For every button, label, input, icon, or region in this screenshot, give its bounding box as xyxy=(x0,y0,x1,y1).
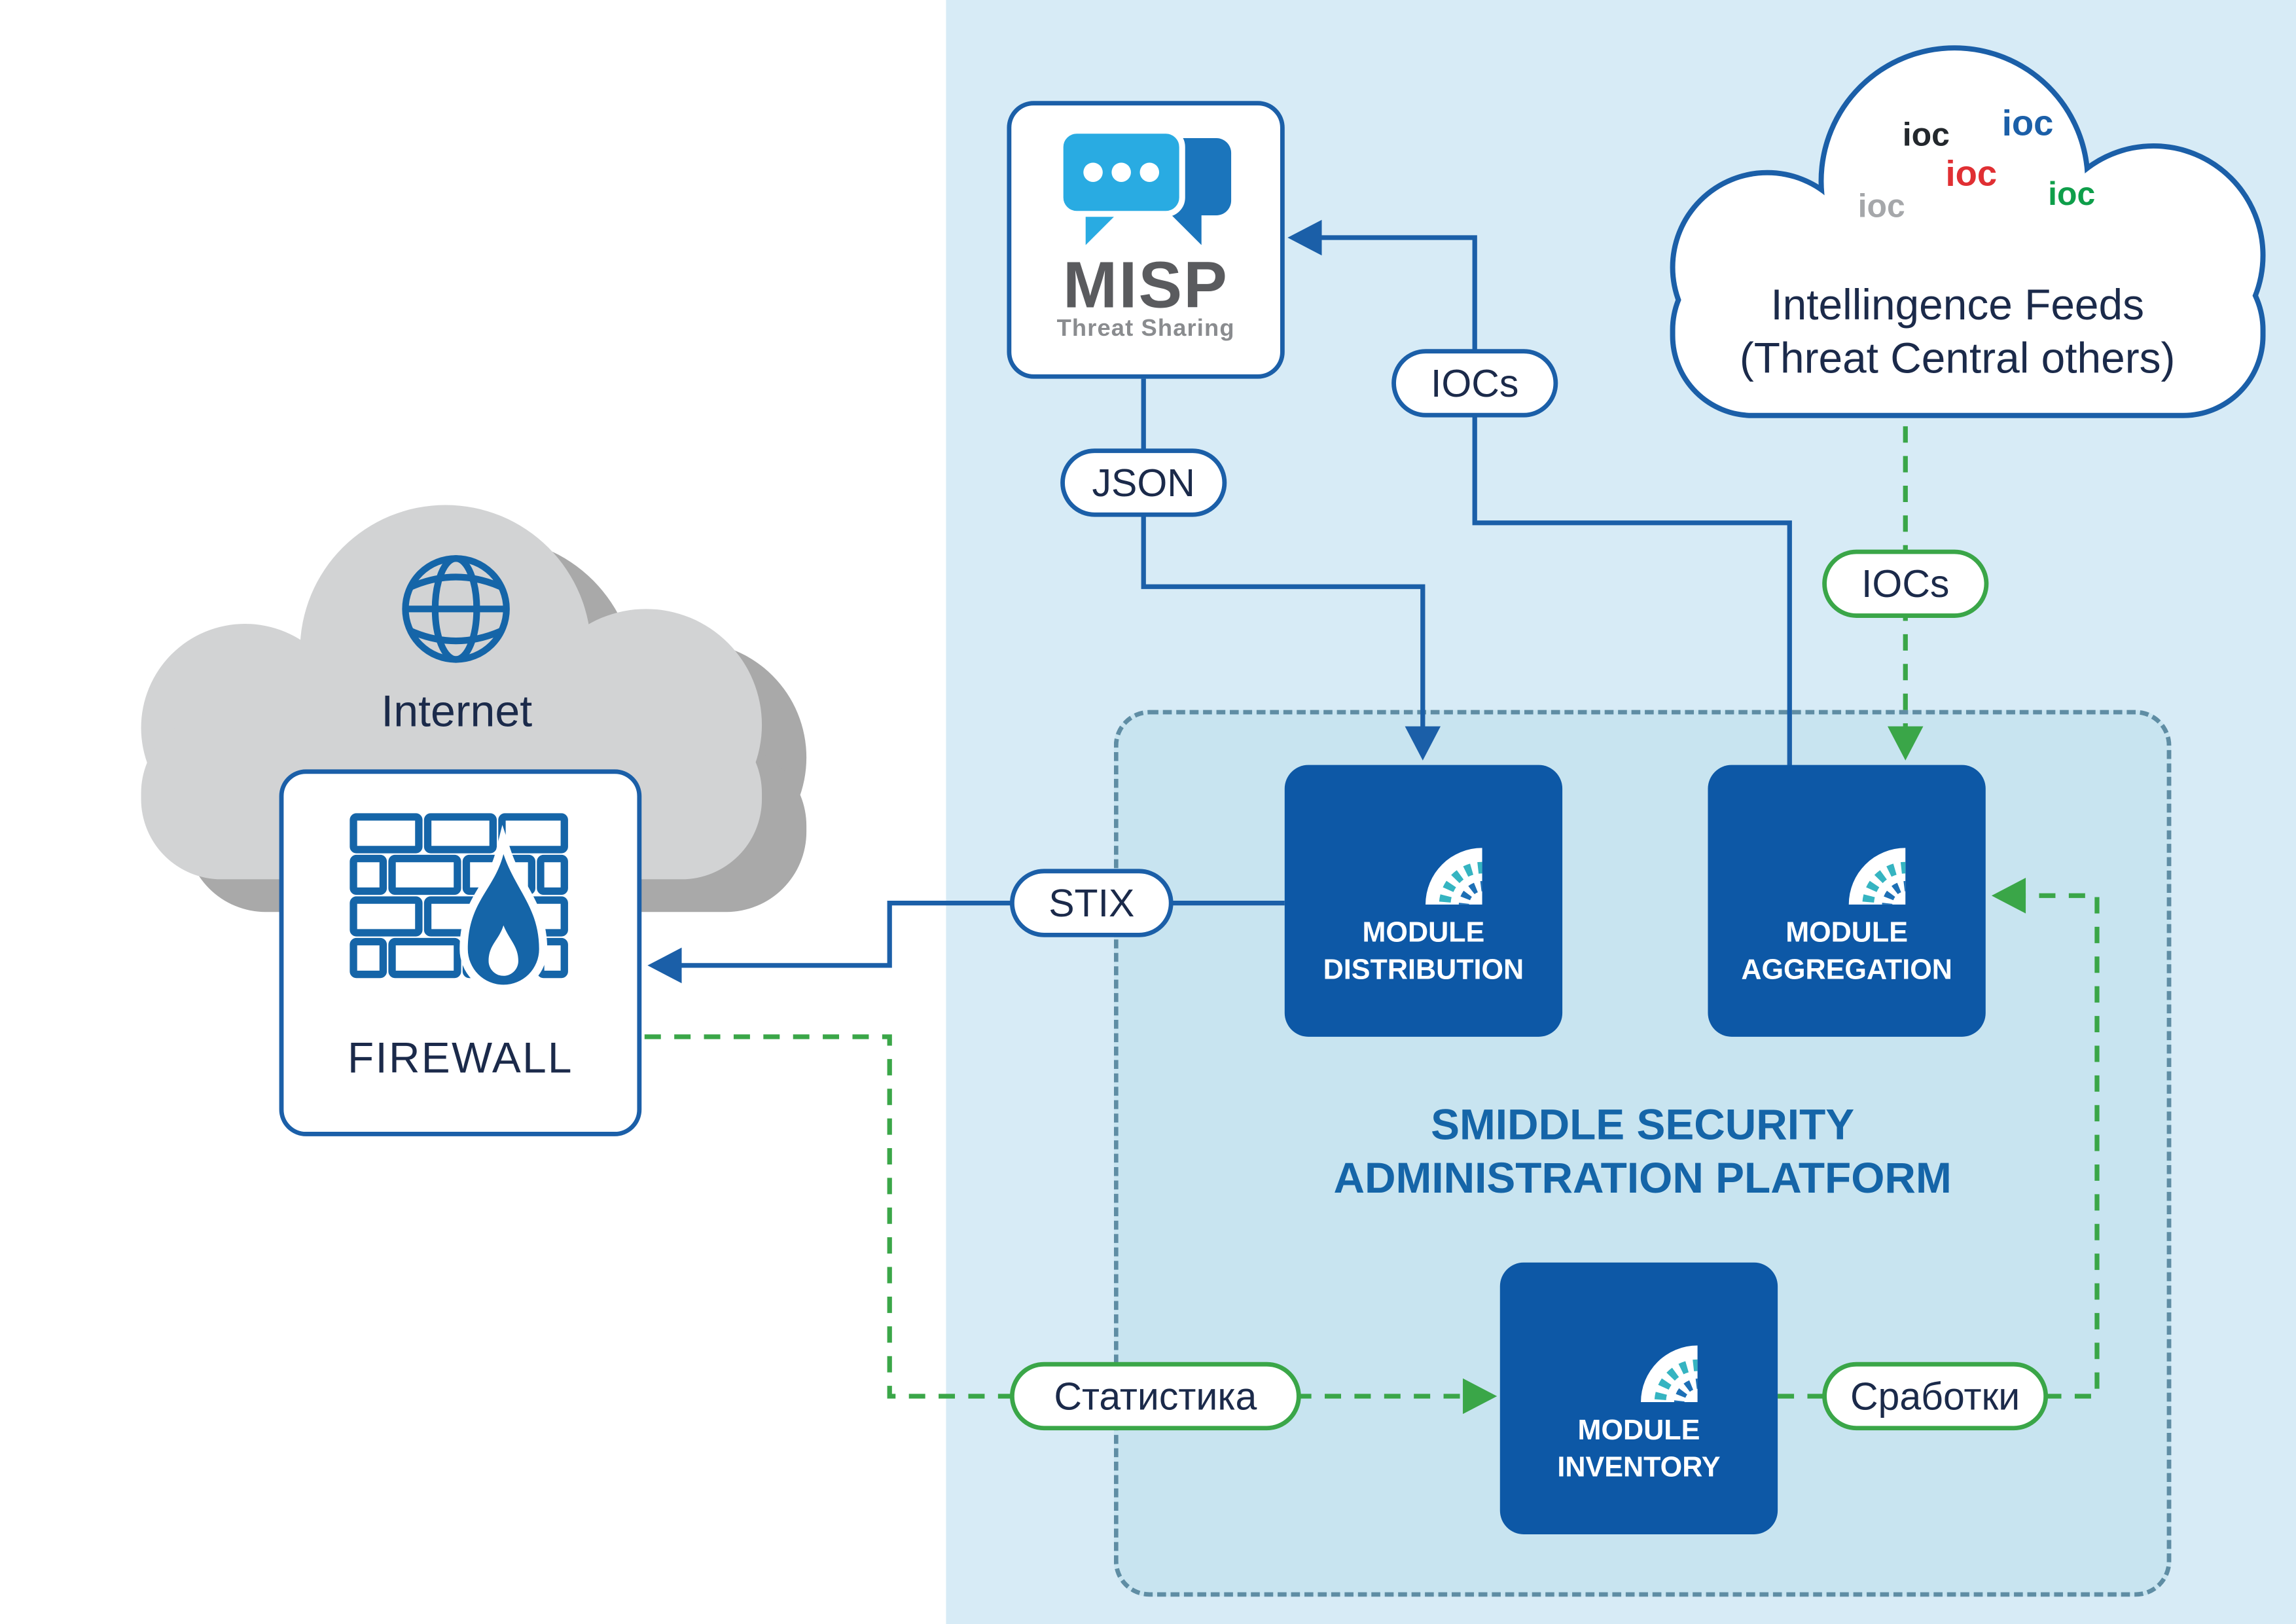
ioc-tag: ioc xyxy=(1945,154,1998,195)
firewall-label: FIREWALL xyxy=(348,1035,573,1083)
label-hits: Сработки xyxy=(1822,1362,2049,1431)
module-inventory: MODULE INVENTORY xyxy=(1499,1262,1778,1534)
firewall-brick-flame-icon xyxy=(350,813,568,993)
feeds-title-line2: (Threat Central others) xyxy=(1739,335,2176,384)
label-statistics: Статистика xyxy=(1009,1362,1301,1431)
intelligence-feeds-cloud: ioc ioc ioc ioc ioc Intellingence Feeds … xyxy=(1630,45,2284,434)
feeds-title-line1: Intellingence Feeds xyxy=(1770,282,2145,330)
flame-icon xyxy=(459,825,548,993)
platform-title-line2: ADMINISTRATION PLATFORM xyxy=(1333,1155,1952,1203)
smiddle-logo-icon xyxy=(1789,789,1905,905)
module-aggregation-label: MODULE AGGREGATION xyxy=(1741,918,1952,986)
smiddle-logo-icon xyxy=(1581,1286,1696,1402)
module-aggregation: MODULE AGGREGATION xyxy=(1708,765,1986,1037)
label-stix: STIX xyxy=(1009,869,1174,937)
feeds-title: Intellingence Feeds (Threat Central othe… xyxy=(1630,280,2284,386)
label-iocs-misp: IOCs xyxy=(1391,349,1558,418)
platform-title: SMIDDLE SECURITY ADMINISTRATION PLATFORM xyxy=(1114,1099,2172,1206)
misp-node: MISP Threat Sharing xyxy=(1007,101,1285,379)
ioc-tag: ioc xyxy=(1902,115,1950,153)
module-distribution: MODULE DISTRIBUTION xyxy=(1284,765,1563,1037)
smiddle-logo-icon xyxy=(1365,789,1481,905)
label-iocs-feeds: IOCs xyxy=(1822,549,1989,618)
ioc-tag: ioc xyxy=(2001,103,2054,145)
firewall-node: FIREWALL xyxy=(279,769,642,1136)
internet-label: Internet xyxy=(381,687,533,737)
misp-tagline: Threat Sharing xyxy=(1056,316,1235,342)
module-inventory-label: MODULE INVENTORY xyxy=(1557,1415,1721,1484)
misp-name: MISP xyxy=(1063,249,1229,323)
internet-globe-icon xyxy=(402,555,510,663)
label-json: JSON xyxy=(1060,448,1227,517)
arrowhead-into-firewall xyxy=(647,947,682,984)
ioc-tag: ioc xyxy=(1857,187,1905,225)
platform-title-line1: SMIDDLE SECURITY xyxy=(1431,1102,1855,1150)
ioc-tag: ioc xyxy=(2048,175,2096,213)
misp-chat-icon xyxy=(1056,128,1230,245)
module-distribution-label: MODULE DISTRIBUTION xyxy=(1323,918,1524,986)
